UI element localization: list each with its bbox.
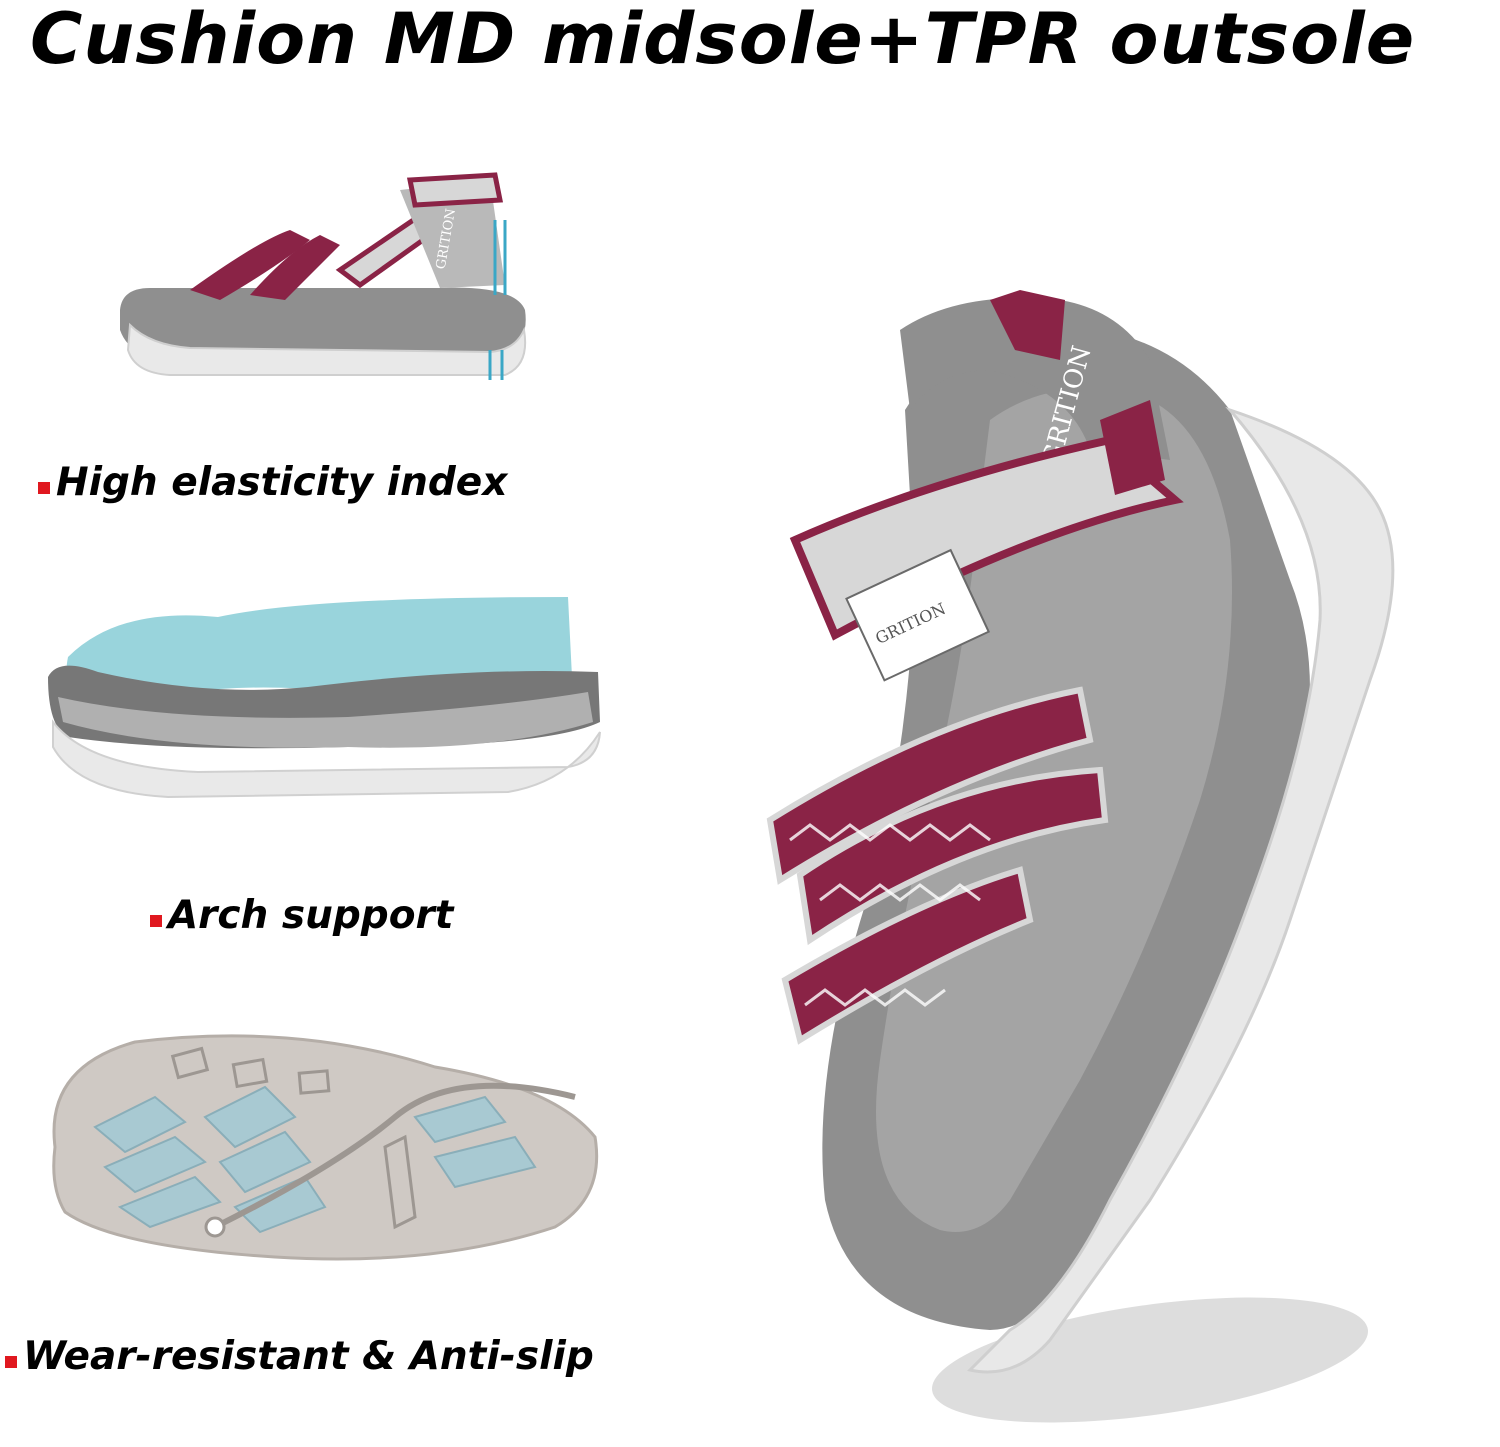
feature-label: Wear-resistant & Anti-slip — [23, 1334, 594, 1379]
feature-wear-resistant: Wear-resistant & Anti-slip — [5, 1337, 594, 1376]
bullet-square-icon — [5, 1356, 17, 1368]
feature-arch-support: Arch support — [150, 896, 453, 935]
feature-high-elasticity: High elasticity index — [38, 463, 507, 502]
bullet-square-icon — [38, 482, 50, 494]
feature-label: High elasticity index — [56, 460, 508, 505]
outsole-tread-image — [52, 1034, 599, 1261]
feature-label: Arch support — [168, 893, 454, 938]
sandal-main-image: GRITION GRITION — [766, 290, 1395, 1423]
sandal-side-view-image: GRITION — [120, 172, 527, 380]
bullet-square-icon — [150, 915, 162, 927]
arch-support-image — [48, 597, 601, 799]
headline: Cushion MD midsole+TPR outsole — [30, 0, 1416, 80]
